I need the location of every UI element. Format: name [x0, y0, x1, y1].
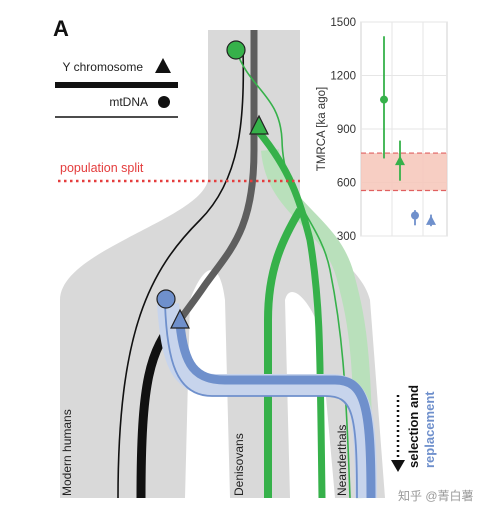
- data-point-circle: [411, 211, 419, 220]
- replacement-y-lineage: [175, 323, 376, 499]
- legend-circle-icon: [158, 96, 170, 108]
- modern-humans-label: Modern humans: [60, 409, 74, 496]
- data-point-circle: [380, 95, 388, 104]
- y-tick-label: 1500: [330, 17, 356, 29]
- legend-triangle-icon: [155, 58, 171, 73]
- watermark: 知乎 @菁白薯: [398, 488, 474, 503]
- y-tick-label: 900: [337, 124, 356, 136]
- tmrca-shaded-band: [361, 153, 447, 191]
- y-tick-label: 300: [337, 231, 356, 243]
- panel-label: A: [53, 16, 69, 41]
- replacement-y-node: [170, 308, 190, 329]
- replacement-label: replacement: [422, 391, 437, 468]
- replacement-mtdna-node: [156, 289, 176, 309]
- population-split-label: population split: [60, 161, 144, 175]
- y-tick-label: 1200: [330, 71, 356, 83]
- y-axis-label: TMRCA [ka ago]: [316, 87, 328, 171]
- denisovan-green-lineage: [264, 207, 304, 498]
- legend-mtdna-label: mtDNA: [109, 95, 148, 109]
- archaic-y-node: [249, 114, 269, 135]
- data-point-triangle: [395, 155, 405, 166]
- legend-y-chromosome-label: Y chromosome: [63, 60, 144, 74]
- denisovans-label: Denisovans: [232, 433, 246, 496]
- modern-mtdna-lineage: [117, 49, 245, 499]
- data-point-triangle: [426, 215, 436, 225]
- y-tick-label: 600: [337, 178, 356, 190]
- archaic-mtdna-node: [226, 40, 246, 60]
- replacement-arrow-head: [391, 460, 405, 472]
- neanderthals-label: Neanderthals: [335, 425, 349, 496]
- replacement-mtdna-lineage: [164, 303, 358, 499]
- replacement-light-band: [157, 303, 377, 499]
- selection-label: selection and: [406, 385, 421, 468]
